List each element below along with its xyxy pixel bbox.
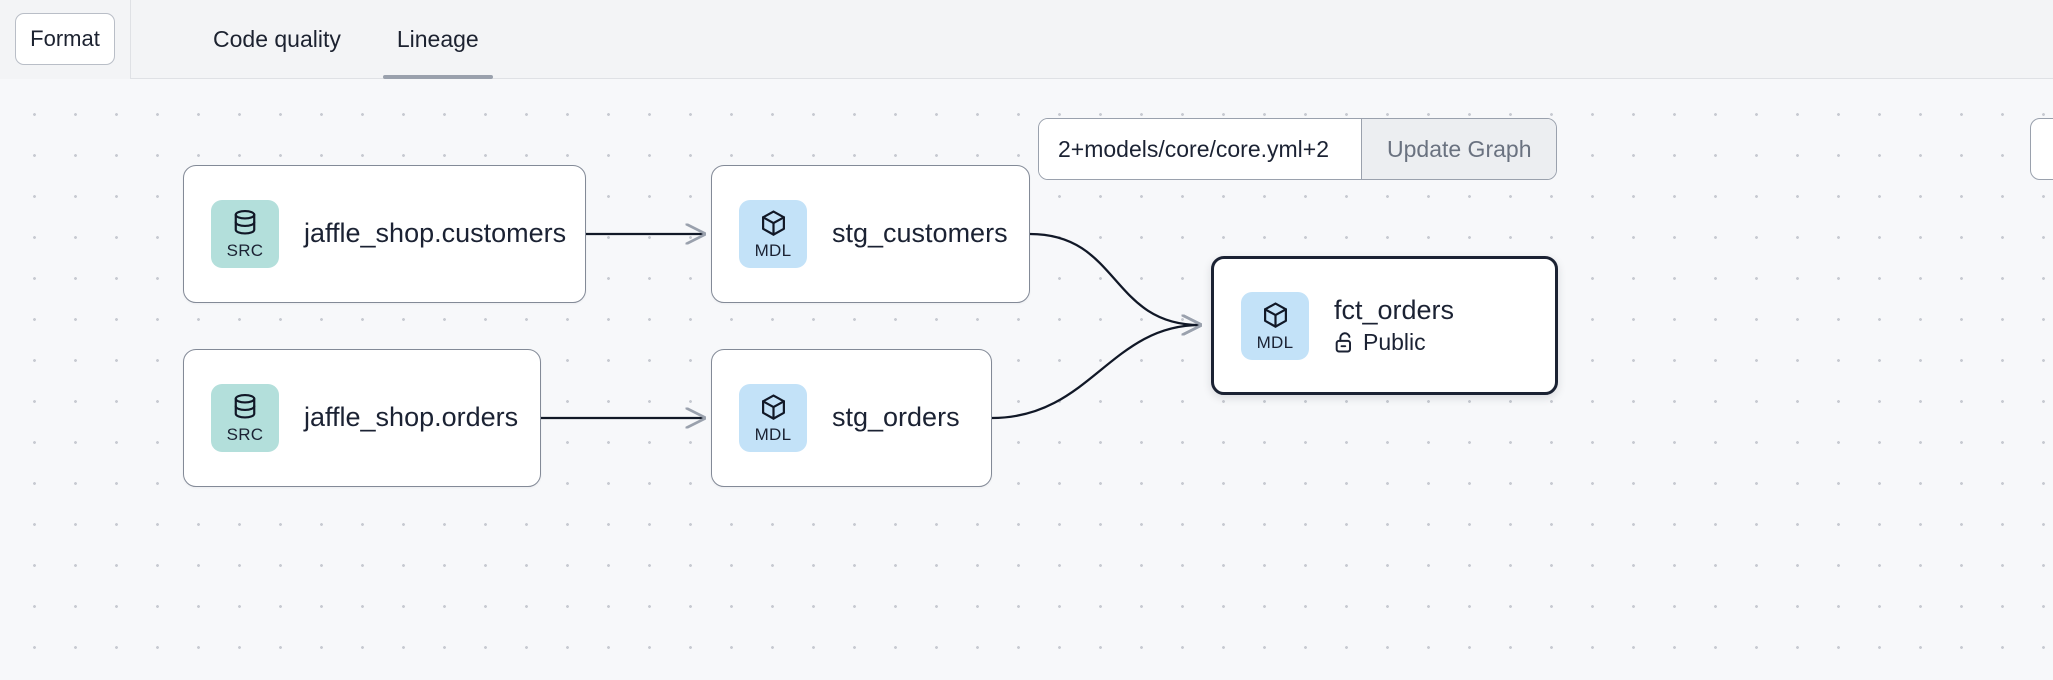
- node-badge-label: SRC: [226, 241, 264, 260]
- cube-icon: [1263, 301, 1287, 328]
- node-title: fct_orders: [1334, 294, 1455, 325]
- lineage-node-stg-orders[interactable]: MDL stg_orders: [711, 349, 992, 487]
- tab-lineage-label: Lineage: [396, 25, 479, 52]
- update-graph-button[interactable]: Update Graph: [1361, 119, 1557, 179]
- format-button[interactable]: Format: [15, 13, 115, 65]
- database-icon: [234, 209, 256, 235]
- node-title: stg_orders: [832, 402, 960, 433]
- node-badge-src: SRC: [211, 200, 279, 268]
- node-badge-label: SRC: [226, 425, 264, 444]
- node-badge-src: SRC: [211, 384, 279, 452]
- unlock-icon: [1335, 332, 1351, 353]
- lineage-node-stg-customers[interactable]: MDL stg_customers: [711, 165, 1030, 303]
- tab-lineage[interactable]: Lineage: [369, 0, 507, 79]
- node-badge-mdl: MDL: [739, 200, 807, 268]
- lineage-node-fct-orders[interactable]: MDL fct_orders Public: [1211, 256, 1558, 395]
- node-text: fct_orders Public: [1334, 295, 1454, 357]
- lineage-node-src-customers[interactable]: SRC jaffle_shop.customers: [183, 165, 586, 303]
- node-badge-label: MDL: [754, 241, 792, 260]
- cube-icon: [761, 394, 785, 420]
- tab-bar: Code quality Lineage: [185, 0, 507, 79]
- node-text: stg_customers: [832, 218, 1008, 250]
- graph-selector-control: Update Graph: [1038, 118, 1558, 180]
- edge-stg-customers-to-fct-orders: [1029, 232, 1200, 325]
- node-title: jaffle_shop.orders: [304, 402, 519, 433]
- tab-active-underline: [382, 74, 493, 79]
- node-access-badge: Public: [1334, 329, 1454, 356]
- format-zone: Format: [0, 0, 131, 79]
- offscreen-control-partial[interactable]: [2030, 118, 2053, 180]
- toolbar: Format Code quality Lineage: [0, 0, 2053, 79]
- node-badge-label: MDL: [1256, 332, 1294, 352]
- node-title: stg_customers: [832, 218, 1008, 249]
- node-title: jaffle_shop.customers: [304, 218, 567, 249]
- node-text: jaffle_shop.customers: [304, 218, 566, 250]
- node-access-label: Public: [1363, 329, 1426, 356]
- graph-selector-input[interactable]: [1039, 119, 1361, 179]
- lineage-node-src-orders[interactable]: SRC jaffle_shop.orders: [183, 349, 541, 487]
- tab-code-quality[interactable]: Code quality: [185, 0, 369, 79]
- tab-underline: [199, 75, 355, 79]
- node-text: jaffle_shop.orders: [304, 402, 518, 434]
- node-badge-mdl: MDL: [739, 384, 807, 452]
- tab-code-quality-label: Code quality: [213, 25, 341, 52]
- lineage-canvas[interactable]: SRC jaffle_shop.customers MDL stg_custom…: [0, 79, 2053, 680]
- database-icon: [234, 393, 256, 419]
- cube-icon: [761, 210, 785, 236]
- node-text: stg_orders: [832, 402, 960, 434]
- node-badge-label: MDL: [754, 425, 792, 444]
- edge-stg-orders-to-fct-orders: [991, 325, 1200, 420]
- node-badge-mdl: MDL: [1241, 291, 1309, 360]
